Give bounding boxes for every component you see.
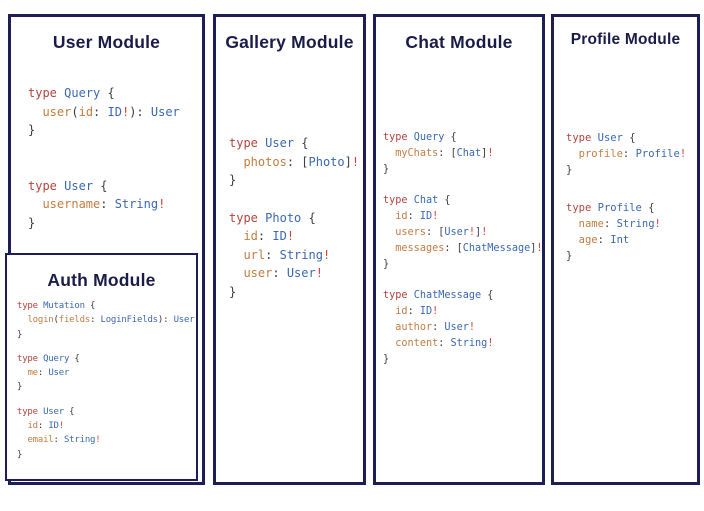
code-block: type User { id: ID! email: String!} [17,405,194,462]
code-block: type Mutation { login(fields: LoginField… [17,299,195,342]
code-block: type User { username: String!} [28,177,180,233]
code-block: type Query { user(id: ID!): User} [28,84,180,140]
code-line: type User { [566,132,636,144]
code-block: type User { photos: [Photo]!} [229,134,359,190]
panel-title-profile-module: Profile Module [570,31,681,48]
code-line: me: User [27,368,70,379]
code-line: myChats: [Chat]! [395,148,494,159]
code-block: type Query { me: User} [17,352,194,395]
code-line: photos: [Photo]! [243,154,360,169]
code-line: url: String! [243,247,331,262]
code-line: type User { [17,406,75,417]
code-line: type Query { [383,132,457,143]
code-line: } [566,250,573,263]
code-line: content: String! [395,338,494,349]
code-line: } [383,259,390,270]
panel-title-auth-module: Auth Module [47,270,156,290]
schema-code-gallery: type User { photos: [Photo]!}type Photo … [229,134,359,301]
code-line: type Query { [28,86,115,100]
panel-profile-module: Profile Module type User { profile: Prof… [551,14,700,485]
code-line: } [383,354,390,365]
code-line: } [383,164,390,175]
code-block: type Chat { id: ID! users: [User!]! mess… [383,193,543,273]
code-line: } [17,329,23,340]
code-line: messages: [ChatMessage]! [395,243,543,254]
panel-auth-module: Auth Module type Mutation { login(fields… [5,253,198,481]
code-line: id: ID! [395,306,439,317]
code-line: type ChatMessage { [383,290,494,301]
panel-title-chat-module: Chat Module [405,32,513,52]
code-line: } [566,164,573,177]
code-line: id: ID! [243,229,295,243]
code-line: } [28,123,36,137]
code-line: profile: Profile! [578,148,687,161]
code-line: } [17,449,23,460]
code-line: users: [User!]! [395,227,488,238]
code-line: type Chat { [383,195,451,206]
code-line: name: String! [578,217,661,230]
code-block: type Query { myChats: [Chat]!} [383,130,543,178]
panel-chat-module: Chat Module type Query { myChats: [Chat]… [373,14,545,485]
code-line: type User { [28,178,108,193]
code-line: type Photo { [229,210,316,225]
code-line: } [28,215,36,230]
code-block: type Photo { id: ID! url: String! user: … [229,209,359,302]
code-line: id: ID! [395,211,439,222]
panel-title-user-module: User Module [52,32,161,52]
schema-code-chat: type Query { myChats: [Chat]!}type Chat … [383,130,543,368]
code-line: user(id: ID!): User [42,104,180,119]
panel-user-module: User Module type Query { user(id: ID!): … [5,14,205,485]
code-line: type Query { [17,353,80,364]
code-block: type Profile { name: String! age: Int} [566,200,686,265]
code-line: username: String! [42,197,166,211]
code-line: login(fields: LoginFields): User [27,315,195,326]
schema-code-profile: type User { profile: Profile!}type Profi… [566,130,686,264]
code-line: type User { [229,136,309,150]
code-line: type Mutation { [17,301,96,311]
code-block: type User { profile: Profile!} [566,130,686,179]
code-line: id: ID! [27,421,64,432]
schema-code-user: type Query { user(id: ID!): User}type Us… [28,84,180,232]
code-line: author: User! [395,322,476,333]
code-line: } [229,284,237,299]
code-line: email: String! [27,435,101,446]
code-block: type ChatMessage { id: ID! author: User!… [383,288,543,368]
panel-gallery-module: Gallery Module type User { photos: [Phot… [213,14,366,485]
code-line: age: Int [578,234,630,247]
code-line: type Profile { [566,201,655,214]
code-line: } [229,173,237,187]
panel-title-gallery-module: Gallery Module [225,32,354,52]
code-line: user: User! [243,266,323,280]
code-line: } [17,382,23,393]
schema-code-auth: type Mutation { login(fields: LoginField… [17,299,195,462]
